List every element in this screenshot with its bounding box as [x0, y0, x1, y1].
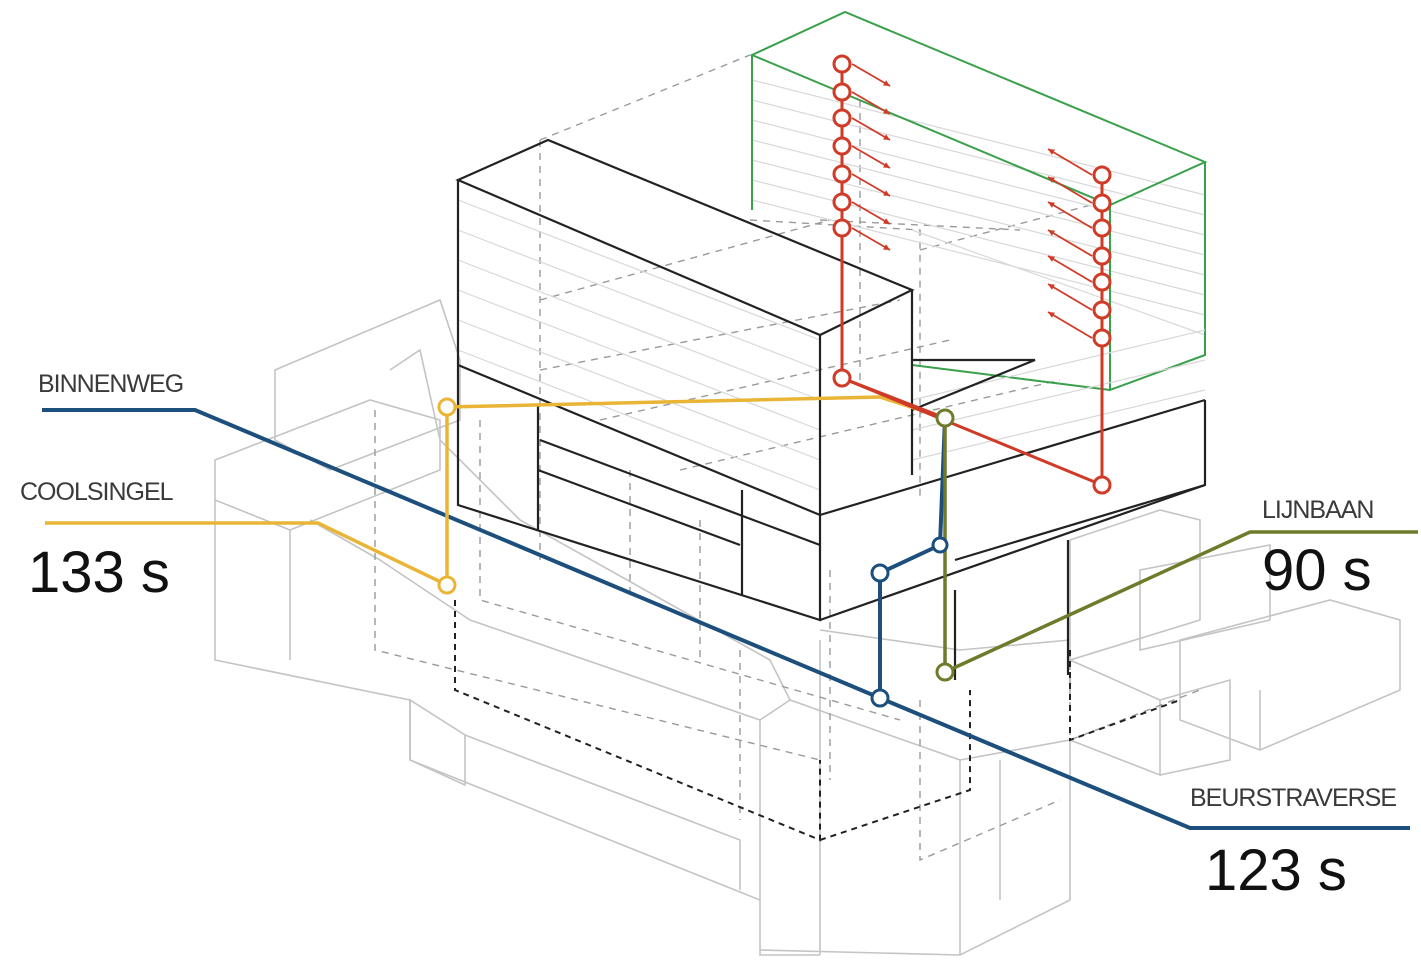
evacuation-arrow: [851, 117, 891, 141]
stair-landing-node: [1092, 165, 1112, 185]
evacuation-arrow: [1047, 201, 1093, 229]
context-buildings: [214, 298, 1401, 956]
route-junction-nodes: [437, 397, 955, 708]
stair-landing-node: [832, 192, 852, 212]
lijnbaan-label: LIJNBAAN: [1262, 496, 1373, 524]
lijnbaan-time: 90 s: [1262, 538, 1372, 603]
stair-landing-node: [1092, 246, 1112, 266]
stair-landing-node: [832, 164, 852, 184]
evacuation-arrow: [851, 227, 891, 251]
tower-volume: [749, 10, 1208, 392]
evacuation-arrow: [1047, 283, 1093, 311]
stair-landing-node: [832, 82, 852, 102]
beurstraverse-entry-node: [870, 688, 890, 708]
stair-landing-node: [832, 136, 852, 156]
evacuation-arrow: [1047, 229, 1093, 257]
stair-landing-node: [1092, 300, 1112, 320]
stair-base-node: [1092, 475, 1112, 495]
evacuation-arrow: [851, 63, 891, 87]
coolsingel-upper-node: [437, 397, 457, 417]
tower-evacuation-route: [840, 62, 1104, 488]
evacuation-arrow: [851, 173, 891, 197]
stair-landing-nodes: [832, 54, 1112, 495]
evacuation-arrow: [1047, 148, 1093, 176]
evacuation-arrow: [1047, 176, 1093, 204]
stair-landing-node: [1092, 193, 1112, 213]
beurstraverse-label: BEURSTRAVERSE: [1190, 784, 1396, 812]
mid-building: [455, 138, 1207, 680]
stair-landing-node: [832, 108, 852, 128]
evacuation-arrow: [851, 201, 891, 225]
beurstraverse-upper-node: [931, 536, 949, 554]
stair-landing-node: [1092, 272, 1112, 292]
evacuation-arrows: [851, 63, 1093, 339]
evacuation-arrow: [851, 91, 891, 115]
lijnbaan-entry-node: [935, 662, 955, 682]
beurstraverse-mid-node: [870, 563, 890, 583]
stair-landing-node: [1092, 328, 1112, 348]
beurstraverse-time: 123 s: [1205, 838, 1347, 903]
stair-landing-node: [1092, 218, 1112, 238]
evacuation-arrow: [851, 145, 891, 169]
evacuation-arrow: [1047, 311, 1093, 339]
beurstraverse-stair-route: [878, 417, 947, 698]
stair-landing-node: [832, 54, 852, 74]
hidden-structure-lines: [374, 54, 1201, 862]
stair-landing-node: [832, 218, 852, 238]
evacuation-arrow: [1047, 255, 1093, 283]
coolsingel-route: [45, 395, 946, 588]
coolsingel-label: COOLSINGEL: [20, 478, 174, 506]
coolsingel-entry-node: [437, 575, 457, 595]
binnenweg-label: BINNENWEG: [38, 370, 183, 398]
coolsingel-time: 133 s: [28, 540, 170, 605]
stair-base-node: [832, 368, 852, 388]
central-junction-node: [935, 408, 955, 428]
